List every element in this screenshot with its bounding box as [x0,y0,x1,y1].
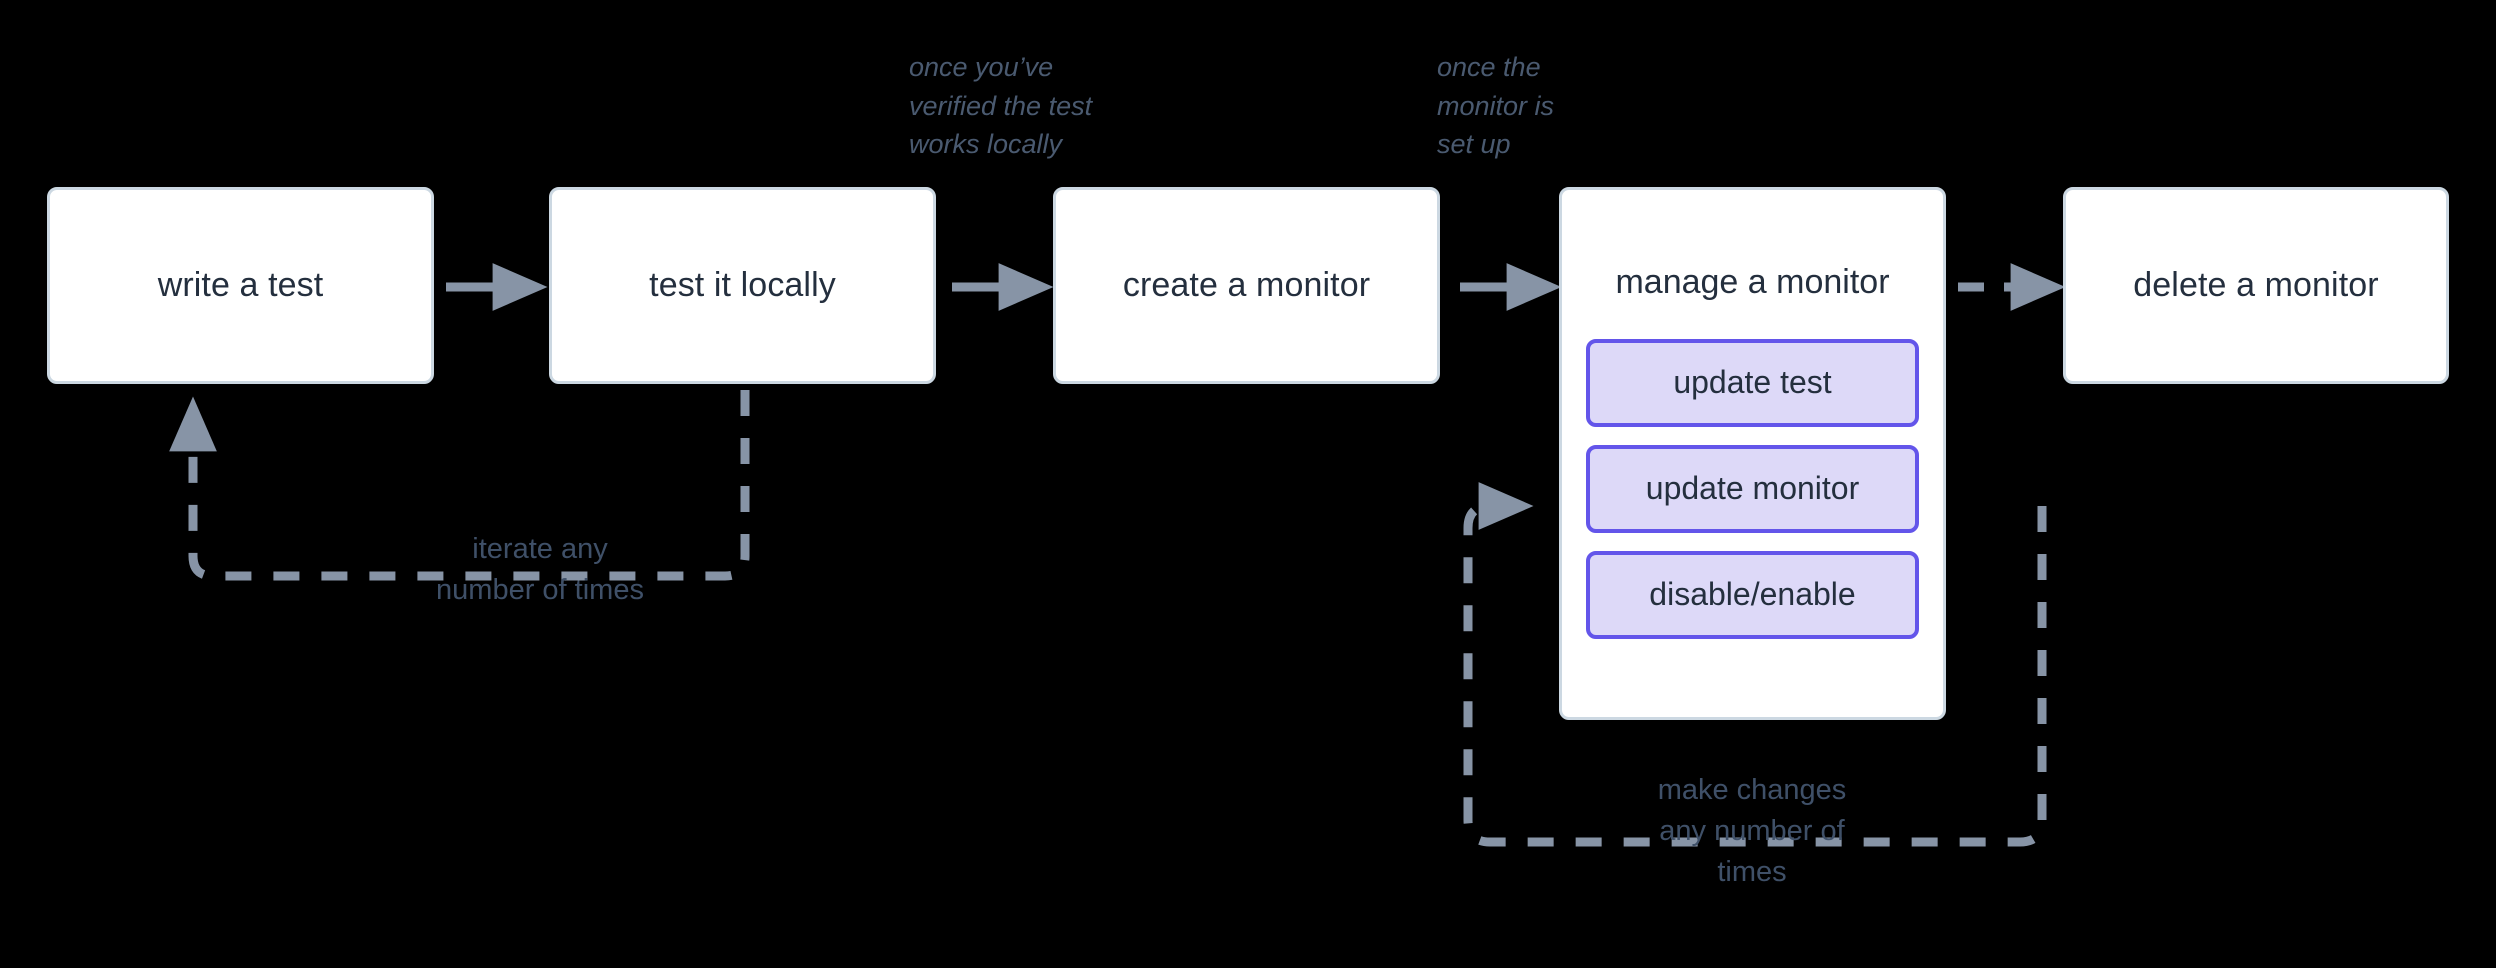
sub-item-label: disable/enable [1649,576,1856,613]
sub-item-label: update test [1673,364,1832,401]
node-manage-a-monitor[interactable]: manage a monitor update test update moni… [1559,187,1946,720]
node-label: manage a monitor [1615,263,1890,301]
node-write-a-test[interactable]: write a test [47,187,434,384]
node-label: delete a monitor [2133,266,2379,305]
node-delete-a-monitor[interactable]: delete a monitor [2063,187,2449,384]
note-monitor-set-up: once the monitor is set up [1437,52,1555,160]
node-label: write a test [157,266,324,305]
loop-note-iterate: iterate any number of times [436,533,644,607]
sub-item-update-test[interactable]: update test [1586,338,1919,427]
note-verified-locally: once you’ve verified the test works loca… [909,52,1093,160]
sub-item-label: update monitor [1645,470,1860,507]
loop-note-make-changes: make changes any number of times [1657,774,1847,889]
node-test-it-locally[interactable]: test it locally [549,187,936,384]
node-label: create a monitor [1122,266,1371,305]
sub-item-disable-enable[interactable]: disable/enable [1586,550,1919,639]
node-label: test it locally [649,266,836,305]
manage-sub-item-list: update test update monitor disable/enabl… [1562,338,1943,661]
node-create-a-monitor[interactable]: create a monitor [1053,187,1440,384]
sub-item-update-monitor[interactable]: update monitor [1586,444,1919,533]
